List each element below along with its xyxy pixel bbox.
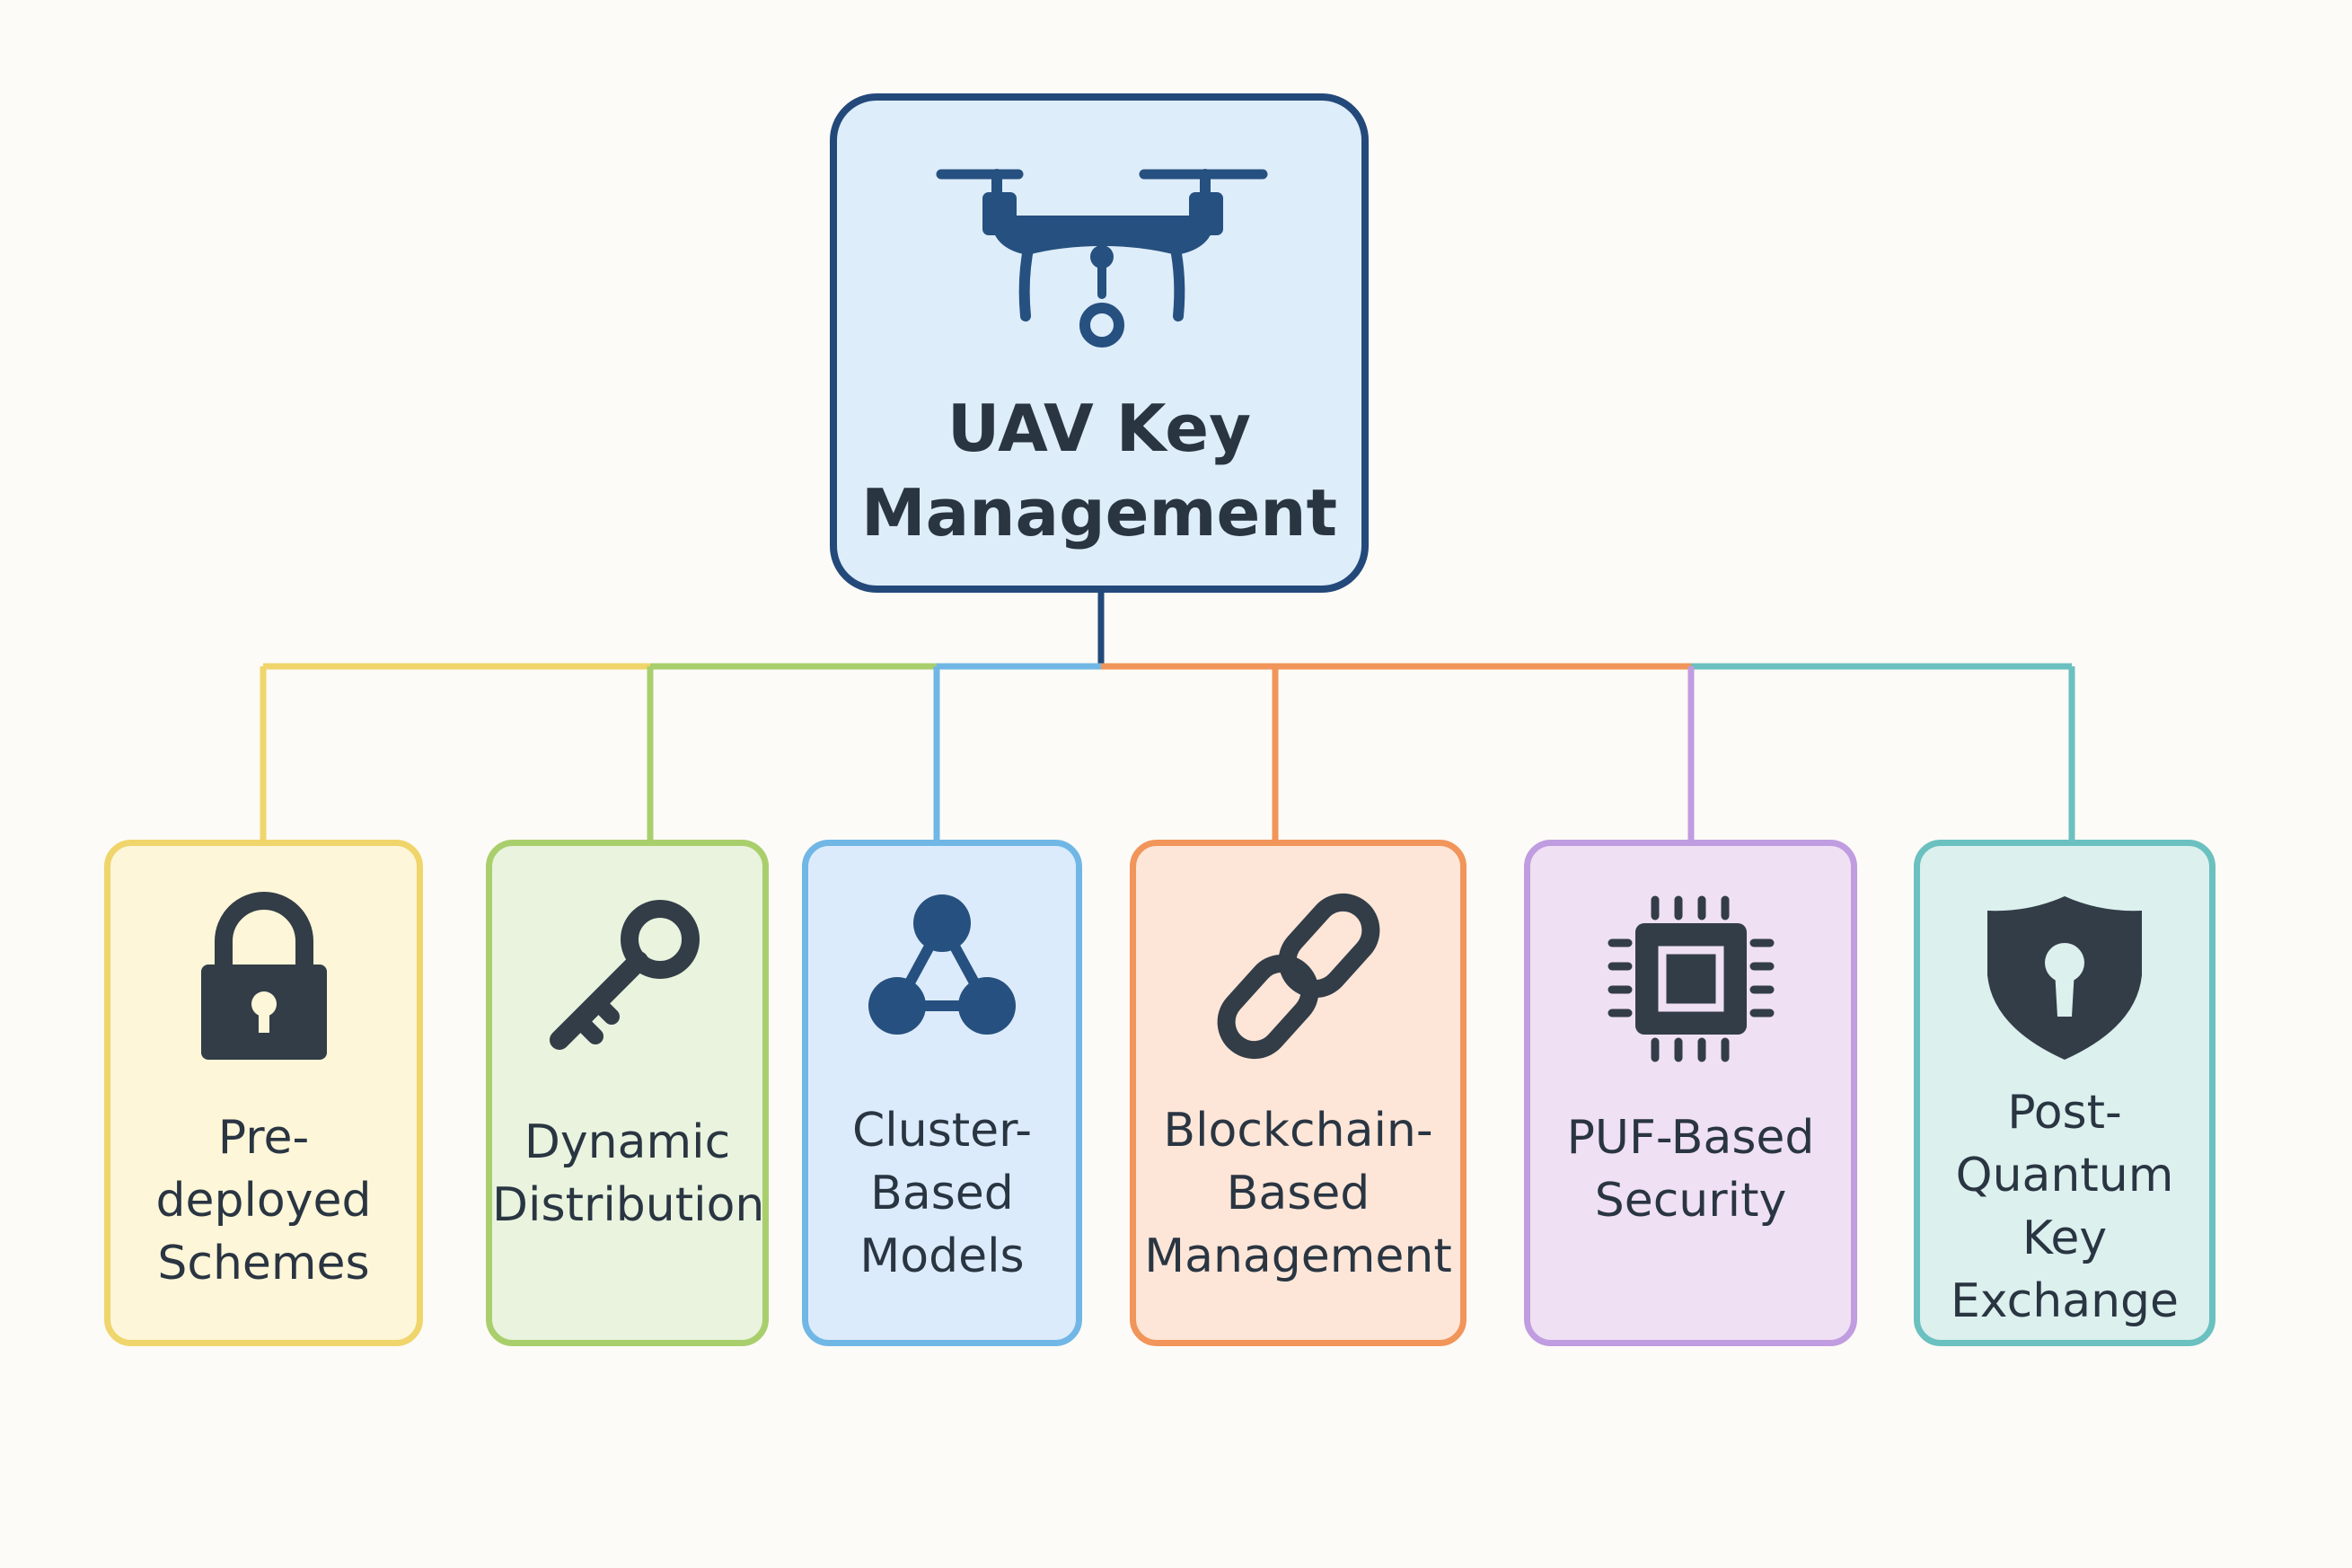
node-label-line: Models bbox=[859, 1229, 1025, 1283]
shield-keyhole-icon bbox=[1987, 896, 2142, 1060]
root-title-line-2: Management bbox=[861, 475, 1337, 551]
node-label-line: Schemes bbox=[157, 1237, 370, 1291]
node-label-cluster: Cluster- Based Models bbox=[808, 1099, 1076, 1288]
node-label-line: Management bbox=[1144, 1229, 1452, 1283]
node-post-quantum-key-exchange: Post- Quantum Key Exchange bbox=[1914, 840, 2215, 1346]
node-label-pre-deployed: Pre-deployed Schemes bbox=[110, 1106, 417, 1295]
root-title-line-1: UAV Key bbox=[947, 391, 1252, 466]
root-node: UAV Key Management bbox=[830, 93, 1369, 593]
node-label-puf: PUF-Based Security bbox=[1530, 1106, 1851, 1232]
node-label-dynamic: Dynamic Distribution bbox=[492, 1111, 765, 1237]
node-label-line: Based bbox=[870, 1167, 1014, 1220]
node-label-line: Cluster- bbox=[851, 1104, 1032, 1158]
root-title: UAV Key Management bbox=[837, 386, 1361, 555]
padlock-icon bbox=[200, 892, 327, 1060]
node-label-post-quantum: Post- Quantum Key Exchange bbox=[1920, 1081, 2209, 1333]
node-label-line: Based bbox=[1226, 1167, 1370, 1220]
node-label-line: Security bbox=[1594, 1174, 1787, 1228]
chain-link-icon bbox=[1217, 893, 1379, 1060]
node-label-line: Blockchain- bbox=[1163, 1104, 1433, 1158]
node-label-line: Distribution bbox=[492, 1178, 765, 1232]
node-label-line: PUF-Based bbox=[1566, 1111, 1815, 1165]
node-label-blockchain: Blockchain- Based Management bbox=[1136, 1099, 1460, 1288]
chip-icon bbox=[1608, 895, 1774, 1062]
node-puf-based-security: PUF-Based Security bbox=[1524, 840, 1857, 1346]
drone-key-icon bbox=[936, 169, 1268, 348]
node-blockchain-based-management: Blockchain- Based Management bbox=[1130, 840, 1467, 1346]
key-icon bbox=[549, 900, 700, 1050]
node-label-line: Dynamic bbox=[524, 1115, 731, 1169]
node-label-line: Key bbox=[2022, 1211, 2108, 1265]
node-label-line: Post- bbox=[2007, 1086, 2122, 1140]
node-label-line: Pre-deployed bbox=[155, 1111, 372, 1228]
node-label-line: Exchange bbox=[1950, 1274, 2180, 1328]
node-dynamic-distribution: Dynamic Distribution bbox=[486, 840, 769, 1346]
cluster-network-icon bbox=[868, 894, 1016, 1035]
node-label-line: Quantum bbox=[1955, 1149, 2174, 1202]
node-cluster-based-models: Cluster- Based Models bbox=[802, 840, 1082, 1346]
node-pre-deployed-schemes: Pre-deployed Schemes bbox=[104, 840, 423, 1346]
